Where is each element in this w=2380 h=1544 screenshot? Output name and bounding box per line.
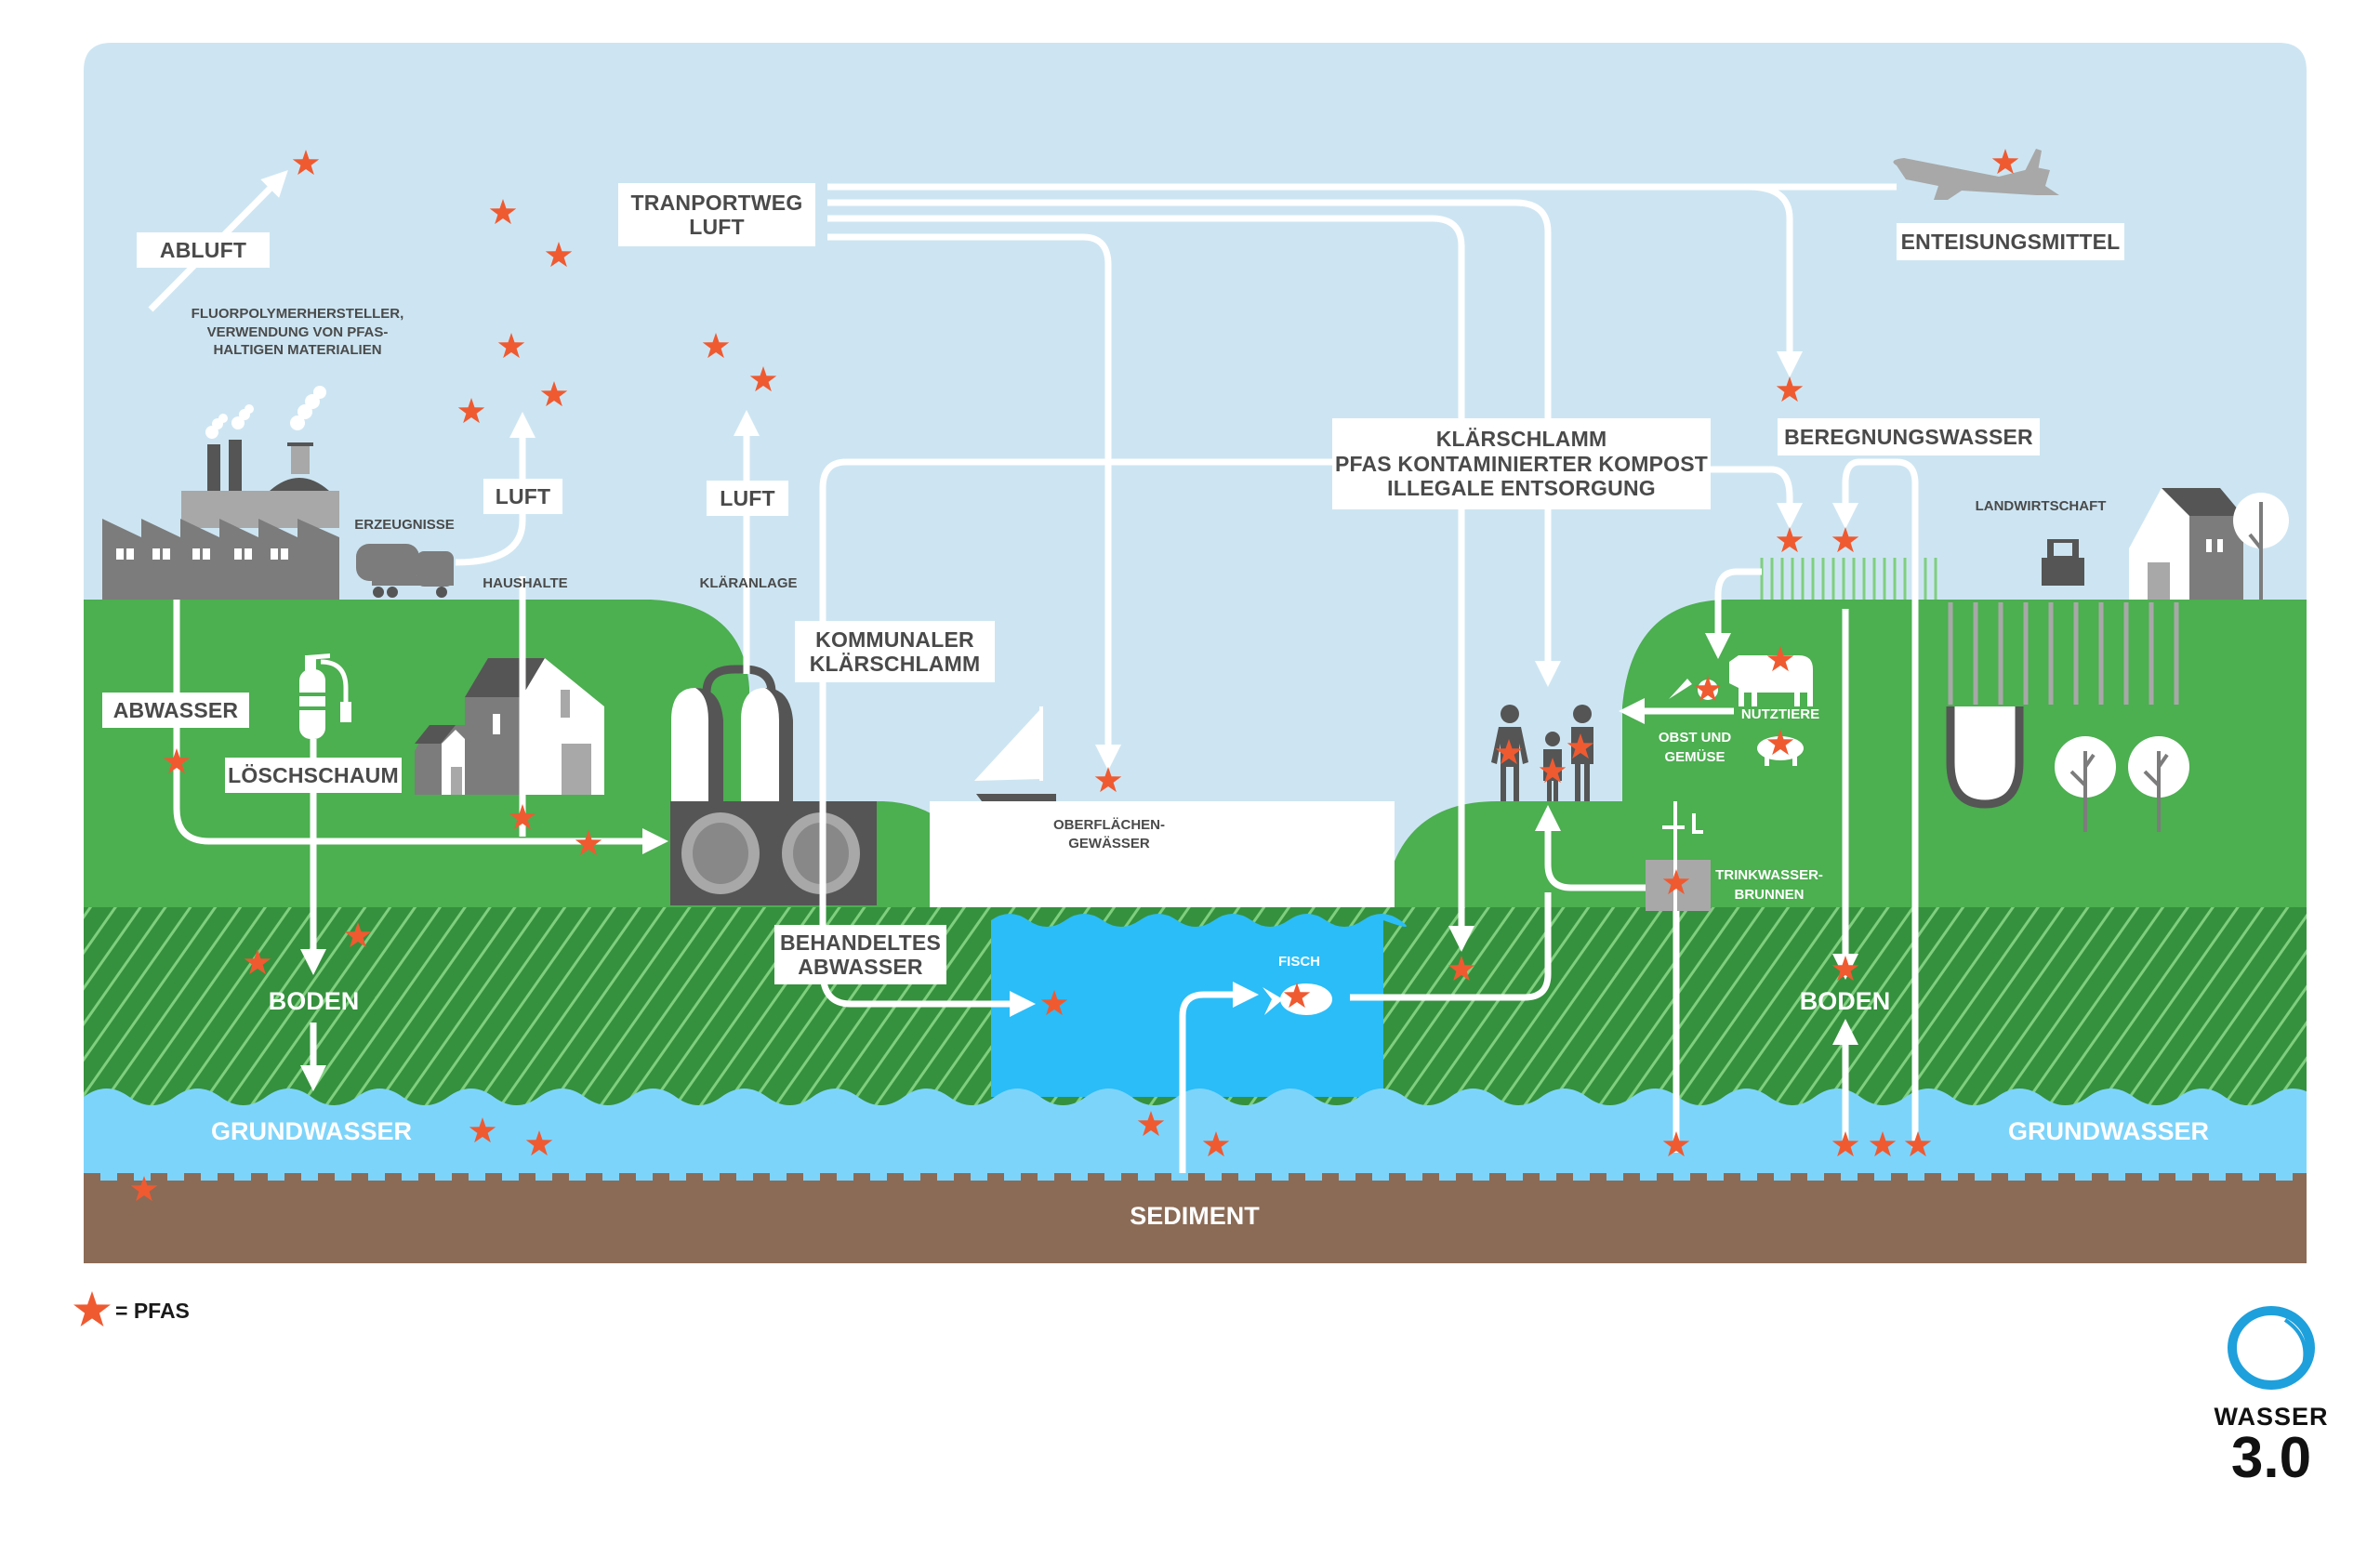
factory-icon (102, 386, 339, 600)
label-transportweg-luft: TRANPORTWEG LUFT (618, 183, 815, 246)
label-abluft: ABLUFT (137, 232, 270, 268)
label-oberflaechengewaesser: OBERFLÄCHEN- GEWÄSSER (1039, 816, 1179, 852)
label-abwasser: ABWASSER (102, 693, 249, 728)
groundwater-fish-arrow (1179, 982, 1259, 1173)
wasser-3-0-logo: WASSER 3.0 (2211, 1301, 2332, 1487)
behandeltes-abwasser-arrow (819, 458, 1334, 1017)
cow-icon (1729, 655, 1813, 706)
water-ring-icon (2228, 1306, 2315, 1390)
logo-word: WASSER (2214, 1403, 2329, 1431)
pfas-star-icon (73, 1291, 111, 1326)
legend-label: = PFAS (115, 1298, 190, 1323)
trinkwasser-line-1: TRINKWASSER- (1715, 867, 1823, 883)
label-boden-left: BODEN (268, 987, 360, 1015)
label-haushalte: HAUSHALTE (483, 575, 568, 591)
fire-extinguisher-icon (299, 653, 351, 739)
fish-icon (1263, 983, 1332, 1015)
abwasser-arrow (173, 600, 668, 854)
klaerschlamm-line-2: PFAS KONTAMINIERTER KOMPOST (1334, 451, 1709, 476)
surface-water-band (930, 801, 1395, 907)
oberflaechen-line-2: GEWÄSSER (1068, 835, 1150, 851)
label-klaerschlamm-kompost: KLÄRSCHLAMM PFAS KONTAMINIERTER KOMPOST … (1332, 418, 1711, 509)
tanker-truck-icon (356, 544, 454, 598)
label-nutztiere: NUTZTIERE (1740, 706, 1820, 722)
label-enteisungsmittel: ENTEISUNGSMITTEL (1897, 223, 2124, 260)
label-trinkwasserbrunnen: TRINKWASSER- BRUNNEN (1709, 865, 1830, 904)
label-erzeugnisse: ERZEUGNISSE (354, 517, 455, 533)
obst-line-2: GEMÜSE (1664, 749, 1726, 765)
river (991, 914, 1407, 1097)
klaerschlamm-line-3: ILLEGALE ENTSORGUNG (1387, 476, 1656, 501)
label-kommunaler-klaerschlamm: KOMMUNALER KLÄRSCHLAMM (795, 621, 995, 682)
field-food-arrow (1705, 568, 1762, 659)
oberflaechen-line-1: OBERFLÄCHEN- (1053, 817, 1165, 833)
label-grundwasser-left: GRUNDWASSER (210, 1117, 412, 1145)
fluorpolymer-line-2: VERWENDUNG VON PFAS- (206, 323, 389, 340)
smoke (205, 386, 326, 439)
sewage-plant-icon (670, 665, 877, 905)
label-behandeltes-abwasser: BEHANDELTES ABWASSER (774, 925, 946, 984)
klaerschlamm-line-1: KLÄRSCHLAMM (1435, 427, 1607, 452)
label-sediment: SEDIMENT (1130, 1202, 1260, 1230)
behandeltes-line-2: ABWASSER (798, 955, 923, 979)
enteisungsmittel-arrow (1747, 183, 1803, 377)
label-klaeranlage: KLÄRANLAGE (699, 575, 798, 591)
kommunaler-line-1: KOMMUNALER (815, 627, 974, 652)
transport-line-3 (827, 215, 1474, 952)
transportweg-line-2: LUFT (689, 215, 745, 239)
transport-line-oberflaeche (827, 233, 1121, 771)
groundwater (84, 1089, 2307, 1185)
behandeltes-line-1: BEHANDELTES (779, 930, 941, 955)
fluorpolymer-line-3: HALTIGEN MATERIALIEN (213, 342, 382, 358)
label-beregnungswasser: BEREGNUNGSWASSER (1778, 418, 2040, 455)
sailboat-icon (974, 706, 1056, 801)
label-fisch: FISCH (1278, 954, 1320, 970)
trees-icon (2055, 736, 2189, 832)
airplane-icon (1893, 149, 2059, 200)
farmhouse-icon (2129, 488, 2289, 600)
label-luft-haushalte: LUFT (483, 479, 562, 514)
transportweg-line-1: TRANPORTWEG (630, 190, 803, 215)
beregnungswasser-arrow (1832, 458, 1919, 1148)
sediment (84, 1173, 2307, 1263)
label-luft-klaeranlage: LUFT (707, 481, 788, 516)
tractor-icon (2042, 539, 2084, 586)
obst-line-1: OBST UND (1658, 730, 1732, 746)
label-boden-right: BODEN (1799, 987, 1891, 1015)
label-loeschschaum: LÖSCHSCHAUM (225, 758, 402, 793)
legend: = PFAS (73, 1290, 190, 1331)
label-fluorpolymerhersteller: FLUORPOLYMERHERSTELLER, VERWENDUNG VON P… (186, 305, 409, 360)
trinkwasser-line-2: BRUNNEN (1734, 887, 1805, 903)
field-rows-icon (1948, 602, 2179, 705)
klaerschlamm-field-arrow (1711, 466, 1803, 529)
label-obst-gemuese: OBST UND GEMÜSE (1648, 728, 1741, 767)
transport-line-2 (827, 199, 1561, 687)
fluorpolymer-line-1: FLUORPOLYMERHERSTELLER, (191, 306, 404, 322)
flow-arrows (148, 170, 1919, 1173)
silo-icon (1946, 706, 2024, 809)
label-grundwasser-right: GRUNDWASSER (2007, 1117, 2209, 1145)
fish-right-line (1350, 892, 1552, 1001)
haushalte-luft-arrow (455, 412, 536, 566)
label-landwirtschaft: LANDWIRTSCHAFT (1975, 498, 2107, 514)
logo-number: 3.0 (2230, 1426, 2312, 1490)
well-people-arrow (1535, 805, 1646, 891)
kommunaler-line-2: KLÄRSCHLAMM (809, 652, 981, 676)
